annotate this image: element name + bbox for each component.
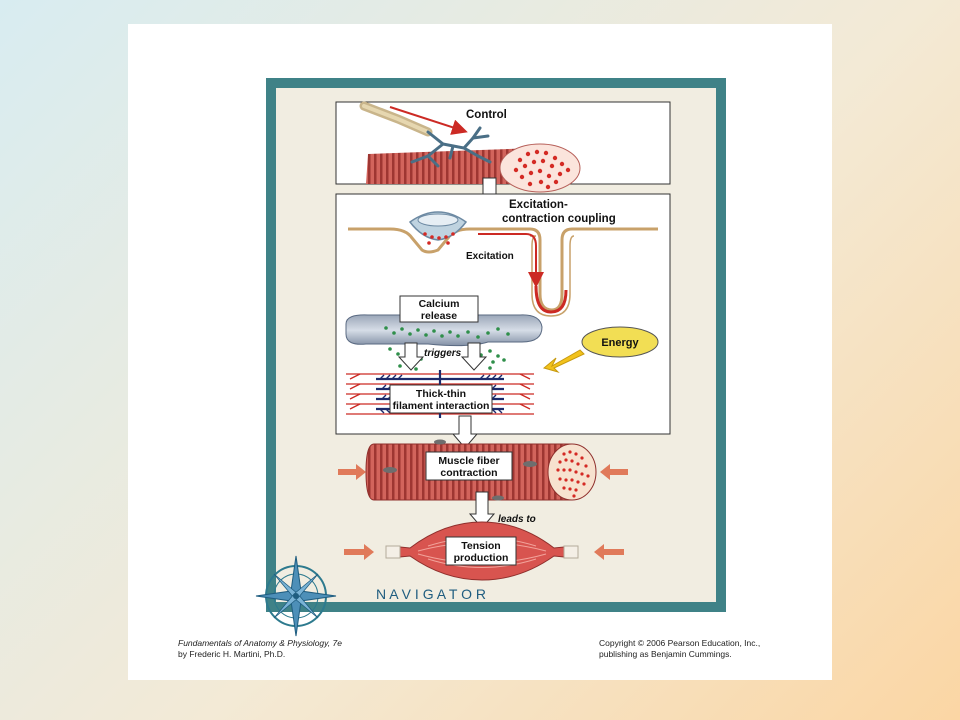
excitation-label: Excitation xyxy=(466,251,514,262)
fiber-contraction-line2: contraction xyxy=(440,467,497,479)
book-author: by Frederic H. Martini, Ph.D. xyxy=(178,649,286,659)
calcium-release-line2: release xyxy=(421,310,457,322)
ecc-label-line2: contraction coupling xyxy=(502,213,616,225)
tension-arrow-left xyxy=(344,544,374,560)
energy-label: Energy xyxy=(601,337,639,349)
compression-arrow-left xyxy=(338,464,366,480)
navigator-label: N A V I G A T O R xyxy=(376,586,486,602)
flow-arrow-3 xyxy=(468,491,496,529)
book-title: Fundamentals of Anatomy & Physiology, 7e xyxy=(178,638,342,648)
compass-icon xyxy=(255,555,337,637)
energy-oval xyxy=(581,326,659,358)
tension-line2: production xyxy=(454,552,509,564)
flow-arrow-2 xyxy=(451,415,479,449)
thick-thin-line1: Thick-thin xyxy=(416,388,466,400)
slide: Control Excitation- contraction coupling… xyxy=(128,24,832,680)
compression-arrow-right xyxy=(600,464,628,480)
energy-arrow xyxy=(542,349,585,374)
nerve-impulse-arrow xyxy=(389,106,468,135)
book-credit: Fundamentals of Anatomy & Physiology, 7e… xyxy=(178,638,342,660)
tension-box xyxy=(445,536,517,566)
control-label: Control xyxy=(466,109,507,121)
tension-line1: Tension xyxy=(461,540,500,552)
trigger-arrow-right xyxy=(460,342,488,371)
fiber-contraction-box xyxy=(425,451,513,481)
publisher-line: publishing as Benjamin Cummings. xyxy=(599,649,732,659)
fiber-contraction-line1: Muscle fiber xyxy=(438,455,499,467)
tension-arrow-right xyxy=(594,544,624,560)
triggers-label: triggers xyxy=(424,348,462,359)
copyright-credit: Copyright © 2006 Pearson Education, Inc.… xyxy=(599,638,760,660)
thick-thin-box xyxy=(389,384,493,414)
trigger-arrow-left xyxy=(397,342,425,371)
leads-to-label: leads to xyxy=(498,514,536,525)
calcium-release-box xyxy=(399,295,479,323)
sarcolemma xyxy=(348,227,658,312)
muscle-contraction-figure: Control Excitation- contraction coupling… xyxy=(255,78,726,637)
thick-thin-line2: filament interaction xyxy=(393,400,490,412)
copyright-line: Copyright © 2006 Pearson Education, Inc.… xyxy=(599,638,761,648)
nerve-terminal xyxy=(410,126,492,168)
ecc-label-line1: Excitation- xyxy=(509,199,568,211)
control-muscle-fiber xyxy=(366,143,581,193)
sarcoplasmic-reticulum xyxy=(345,314,543,347)
action-potential-arrow xyxy=(478,233,544,288)
calcium-release-line1: Calcium xyxy=(419,298,460,310)
